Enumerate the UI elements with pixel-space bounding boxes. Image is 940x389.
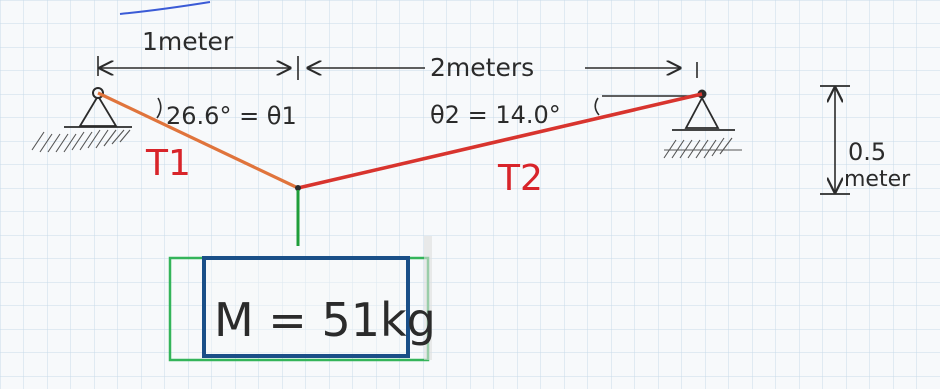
label-2meters: 2meters xyxy=(430,53,534,82)
label-T2: T2 xyxy=(497,158,543,199)
rope-left-T1 xyxy=(97,91,299,190)
angle-arc-theta1 xyxy=(156,97,162,119)
label-1meter: 1meter xyxy=(142,27,234,56)
label-theta1: 26.6° = θ1 xyxy=(166,102,297,130)
junction-knot xyxy=(295,185,301,191)
label-mass: M = 51kg xyxy=(214,293,436,347)
dimension-2m xyxy=(308,62,698,78)
right-support xyxy=(663,96,742,159)
label-theta2: θ2 = 14.0° xyxy=(430,101,561,129)
dimension-1m xyxy=(97,56,299,80)
eraser-smudge xyxy=(424,236,432,360)
angle-arc-theta2 xyxy=(594,97,600,116)
label-height-value: 0.5 xyxy=(848,138,886,166)
label-height-unit: meter xyxy=(844,167,911,192)
rope-right-T2 xyxy=(297,92,703,190)
mass-box xyxy=(202,256,410,358)
label-T1: T1 xyxy=(145,143,191,184)
dimension-height xyxy=(820,85,850,195)
blue-pen-mark xyxy=(119,1,211,15)
left-support xyxy=(31,94,132,153)
